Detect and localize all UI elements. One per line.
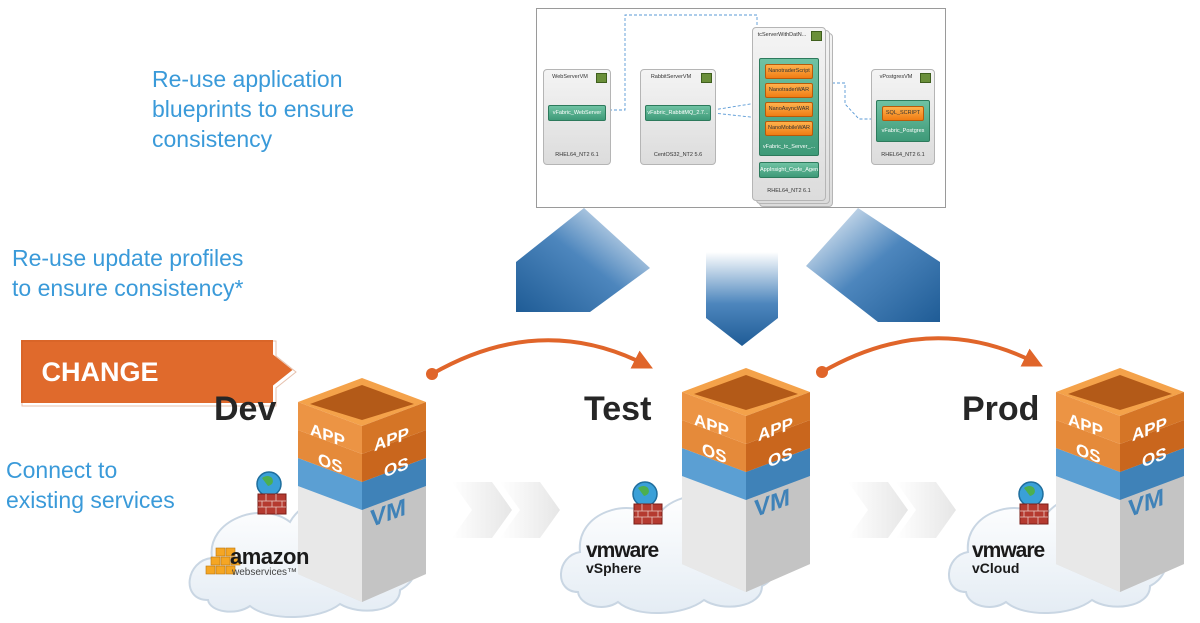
flow-chevrons-dev-test <box>452 482 560 538</box>
app-label: APP <box>1068 409 1103 442</box>
vm-title: WebServerVM <box>552 74 588 80</box>
app-label: APP <box>374 423 409 456</box>
note-blueprints: Re-use application blueprints to ensure … <box>152 66 355 152</box>
globe-firewall-icon <box>632 481 663 525</box>
blueprint-vm-rabbit[interactable]: RabbitServerVM vFabric_RabbitMQ_2.7... C… <box>640 69 716 165</box>
vm-os-label: RHEL64_NT2 6.1 <box>881 152 925 158</box>
vm-component[interactable]: vFabric_RabbitMQ_2.7... <box>645 105 711 121</box>
vm-component[interactable]: NanotraderWAR <box>765 83 813 98</box>
chevron-down-right <box>806 208 940 322</box>
flow-chevrons-test-prod <box>848 482 956 538</box>
blueprint-vm-tcserver[interactable]: tcServerWithDatN... NanotraderScript Nan… <box>752 27 826 201</box>
env-label-prod: Prod <box>962 390 1040 428</box>
arrow-start-dot <box>816 366 828 378</box>
arrow-start-dot <box>426 368 438 380</box>
vm-component[interactable]: vFabric_Postgres <box>881 128 925 134</box>
vm-label: VM <box>370 493 406 534</box>
app-label: APP <box>758 413 793 446</box>
change-arrow <box>19 338 296 405</box>
stack-labels-dev: APP APP OS OS VM <box>292 374 432 604</box>
vm-component[interactable]: vFabric_tc_Server_... <box>762 144 816 150</box>
app-label: APP <box>310 419 345 452</box>
amazon-wordmark: amazon <box>230 544 309 569</box>
globe-firewall-icon <box>1018 481 1049 525</box>
blueprint-vm-webserver[interactable]: WebServerVM vFabric_WebServer RHEL64_NT2… <box>543 69 611 165</box>
stack-labels-prod: APP APP OS OS VM <box>1050 364 1190 594</box>
os-label: OS <box>702 439 727 468</box>
provider-subtitle: vSphere <box>586 560 642 576</box>
vm-os-label: RHEL64_NT2 6.1 <box>767 188 811 194</box>
globe-firewall-icon <box>256 471 287 515</box>
change-label: CHANGE <box>41 357 159 387</box>
edit-icon[interactable] <box>701 73 712 83</box>
env-label-dev: Dev <box>214 390 277 428</box>
vm-label: VM <box>754 483 790 524</box>
amazon-logo: amazon webservices™ <box>230 546 309 578</box>
vm-title: RabbitServerVM <box>650 74 692 80</box>
blueprint-vm-postgres[interactable]: vPostgresVM SQL_SCRIPT vFabric_Postgres … <box>871 69 935 165</box>
vm-component[interactable]: NanoAsyncWAR <box>765 102 813 117</box>
promote-arrow-test-prod <box>821 336 1043 374</box>
vm-label: VM <box>1128 483 1164 524</box>
stack-labels-test: APP APP OS OS VM <box>676 364 816 594</box>
amazon-subtext: webservices™ <box>232 567 298 578</box>
vm-component[interactable]: vFabric_WebServer <box>548 105 606 121</box>
app-label: APP <box>694 409 729 442</box>
vmware-logo-test: vmware vSphere <box>586 539 659 577</box>
edit-icon[interactable] <box>596 73 607 83</box>
promote-arrow-dev-test <box>431 338 653 376</box>
vm-component[interactable]: SQL_SCRIPT <box>882 106 924 121</box>
env-label-test: Test <box>584 390 652 428</box>
vm-title: vPostgresVM <box>879 74 913 80</box>
edit-icon[interactable] <box>811 31 822 41</box>
vm-component-extra[interactable]: AppInsight_Code_Agent... <box>759 162 819 178</box>
chevron-down-left <box>516 208 650 312</box>
vmware-wordmark: vmware <box>586 539 659 562</box>
os-label: OS <box>768 443 793 472</box>
note-update-profiles: Re-use update profiles to ensure consist… <box>12 245 244 301</box>
edit-icon[interactable] <box>920 73 931 83</box>
os-label: OS <box>1076 439 1101 468</box>
amazon-boxes-icon <box>205 547 241 575</box>
vm-component[interactable]: NanotraderScript <box>765 64 813 79</box>
vmware-logo-prod: vmware vCloud <box>972 539 1045 577</box>
vm-os-label: RHEL64_NT2 6.1 <box>555 152 599 158</box>
vm-component[interactable]: NanoMobileWAR <box>765 121 813 136</box>
vm-os-label: CentOS32_NT2 5.6 <box>653 152 703 158</box>
blueprint-canvas: WebServerVM vFabric_WebServer RHEL64_NT2… <box>536 8 946 208</box>
provider-subtitle: vCloud <box>972 560 1020 576</box>
vm-title: tcServerWithDatN... <box>757 32 807 38</box>
note-connect-services: Connect to existing services <box>6 457 175 513</box>
os-label: OS <box>384 453 409 482</box>
app-label: APP <box>1132 413 1167 446</box>
vmware-wordmark: vmware <box>972 539 1045 562</box>
os-label: OS <box>1142 443 1167 472</box>
chevron-down-center <box>706 252 778 346</box>
os-label: OS <box>318 449 343 478</box>
